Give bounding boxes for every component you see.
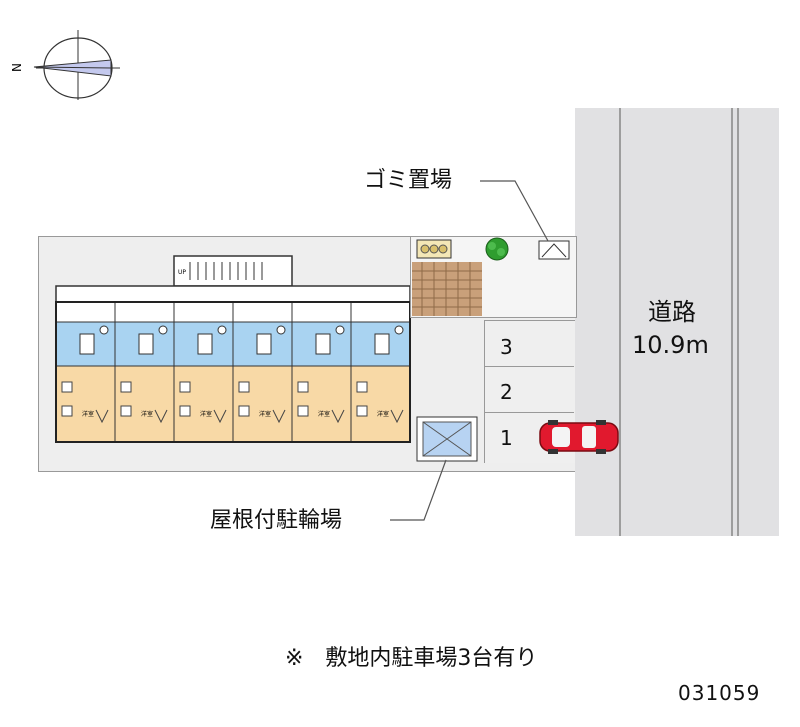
north-label: N [10, 63, 24, 72]
road-name-label: 道路 [648, 298, 696, 326]
room-tag: 洋室 [141, 410, 153, 418]
apartment-unit: 洋室 [232, 301, 293, 443]
parking-divider [484, 366, 574, 367]
road [575, 108, 779, 536]
unit-row: 洋室 洋室 洋室 洋室 洋室 洋室 [55, 301, 411, 443]
apartment-unit: 洋室 [114, 301, 175, 443]
car-icon [539, 420, 619, 454]
garbage-label: ゴミ置場 [364, 168, 453, 193]
bicycle-parking-label: 屋根付駐輪場 [210, 508, 343, 533]
room-tag: 洋室 [200, 410, 212, 418]
property-code: 031059 [678, 681, 761, 705]
room-tag: 洋室 [82, 410, 94, 418]
compass-rose: N [10, 30, 120, 100]
apartment-unit: 洋室 [350, 301, 411, 443]
apartment-unit: 洋室 [173, 301, 234, 443]
garbage-station [538, 240, 570, 260]
planter [416, 239, 452, 259]
parking-space-3: 3 [500, 335, 513, 359]
parking-footnote: ※ 敷地内駐車場3台有り [285, 646, 538, 671]
tile-patio [412, 262, 482, 316]
parking-divider [484, 412, 574, 413]
road-width-label: 10.9m [632, 331, 709, 359]
bicycle-shelter [416, 416, 478, 462]
bush-icon [485, 237, 509, 261]
site-lower-strip [410, 460, 575, 470]
apartment-building: UP 洋室 洋室 洋室 洋室 洋室 洋室 [55, 255, 411, 443]
parking-space-2: 2 [500, 380, 513, 404]
room-tag: 洋室 [377, 410, 389, 418]
room-tag: 洋室 [259, 410, 271, 418]
apartment-unit: 洋室 [291, 301, 352, 443]
stairs-tag: UP [178, 269, 186, 276]
room-tag: 洋室 [318, 410, 330, 418]
parking-space-1: 1 [500, 426, 513, 450]
apartment-unit: 洋室 [55, 301, 116, 443]
